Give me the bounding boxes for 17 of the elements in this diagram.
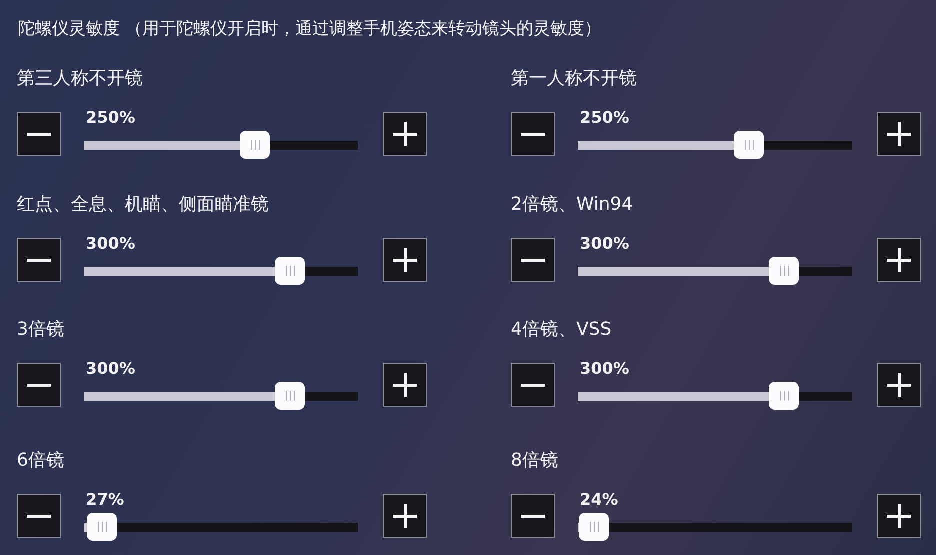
setting-label: 4倍镜、VSS	[511, 321, 612, 339]
value-label: 27%	[86, 492, 124, 508]
value-label: 300%	[580, 361, 630, 377]
setting-label: 第一人称不开镜	[511, 70, 637, 88]
setting-label: 6倍镜	[17, 452, 64, 470]
value-label: 250%	[580, 110, 630, 126]
setting-label: 第三人称不开镜	[17, 70, 143, 88]
value-label: 300%	[86, 236, 136, 252]
value-label: 24%	[580, 492, 618, 508]
value-label: 300%	[86, 361, 136, 377]
value-label: 250%	[86, 110, 136, 126]
setting-label: 8倍镜	[511, 452, 558, 470]
setting-label: 2倍镜、Win94	[511, 196, 634, 214]
title: 陀螺仪灵敏度 （用于陀螺仪开启时，通过调整手机姿态来转动镜头的灵敏度）	[18, 21, 602, 38]
setting-label: 红点、全息、机瞄、侧面瞄准镜	[17, 196, 269, 214]
setting-label: 3倍镜	[17, 321, 64, 339]
value-label: 300%	[580, 236, 630, 252]
